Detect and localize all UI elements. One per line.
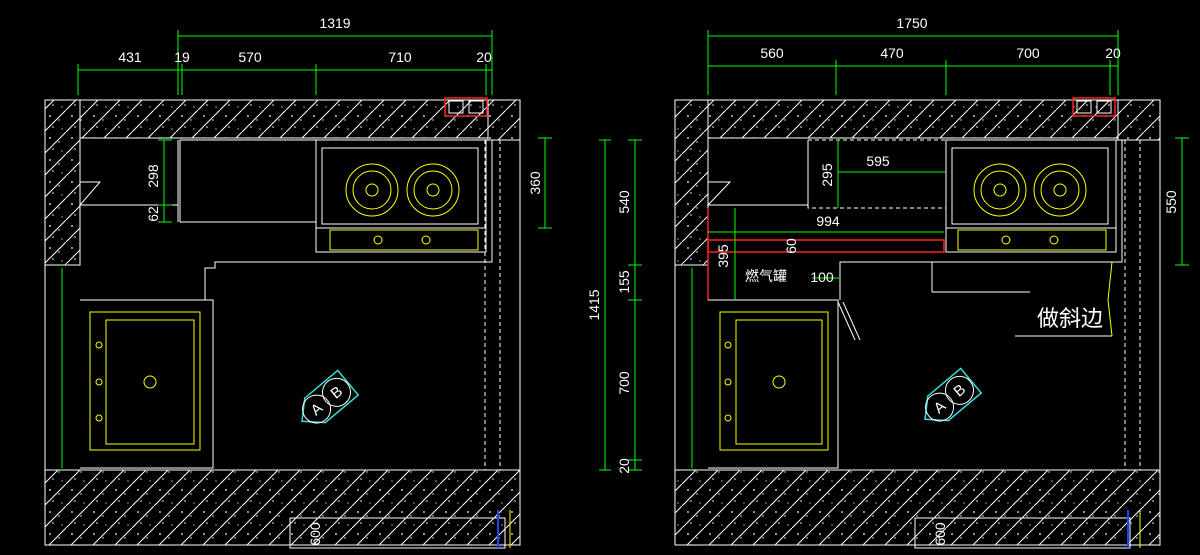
right-gas-tank-zone: 燃气罐	[707, 208, 945, 301]
right-red-60: 60	[783, 238, 799, 254]
right-walls	[674, 99, 1161, 549]
left-seg-3: 570	[238, 49, 262, 65]
right-plan: 燃气罐 A B	[586, 15, 1189, 549]
bevel-note-label: 做斜边	[1037, 307, 1103, 332]
right-gap-100: 100	[810, 269, 834, 285]
right-seg-1: 560	[760, 45, 784, 61]
left-depth-upper: 298	[145, 164, 161, 188]
right-red-395: 395	[715, 244, 731, 268]
left-bottom-label: 600	[307, 522, 323, 546]
left-depth-small: 62	[145, 206, 161, 222]
right-seg-3: 700	[1016, 45, 1040, 61]
left-seg-4: 710	[388, 49, 412, 65]
left-dimensions: 1319 431 19 570 710 20 298 62 360 600	[77, 15, 552, 546]
right-marker-a: A	[931, 398, 950, 417]
right-sockets	[1072, 97, 1116, 117]
right-right-depth: 550	[1163, 190, 1179, 214]
right-bottom-label: 600	[932, 522, 948, 546]
right-height-seg-2: 155	[616, 270, 632, 294]
left-marker-b: B	[328, 383, 347, 402]
left-overall-width: 1319	[319, 15, 350, 31]
left-walls	[44, 99, 521, 549]
left-right-depth: 360	[527, 171, 543, 195]
right-inner-295: 295	[819, 163, 835, 187]
left-counters	[78, 139, 493, 469]
gas-tank-label: 燃气罐	[745, 268, 787, 285]
right-inner-595: 595	[866, 153, 890, 169]
left-sink	[89, 311, 201, 451]
left-seg-2: 19	[174, 49, 190, 65]
left-sockets	[444, 97, 488, 117]
right-seg-2: 470	[880, 45, 904, 61]
right-marker-b: B	[951, 381, 970, 400]
left-section-marker: A B	[301, 369, 360, 424]
right-height-seg-3: 700	[616, 371, 632, 395]
right-section-marker: A B	[924, 367, 983, 422]
left-marker-a: A	[308, 400, 327, 419]
right-height-seg-4: 20	[616, 458, 632, 474]
left-seg-5: 20	[476, 49, 492, 65]
left-seg-1: 431	[118, 49, 142, 65]
right-total-height: 1415	[586, 289, 602, 320]
right-height-seg-1: 540	[616, 190, 632, 214]
left-stove	[321, 147, 479, 251]
bevel-note: 做斜边	[1037, 261, 1113, 337]
right-counters	[706, 139, 1123, 469]
right-stove	[951, 147, 1109, 251]
right-sink	[719, 311, 829, 451]
right-span-994: 994	[816, 213, 840, 229]
left-plan: A B 1319 431 19 570 710 20 298	[44, 15, 552, 549]
right-seg-4: 20	[1105, 45, 1121, 61]
right-dimensions: 1750 560 470 700 20 1415 540 155 700 20 …	[586, 15, 1189, 546]
right-overall-width: 1750	[896, 15, 927, 31]
